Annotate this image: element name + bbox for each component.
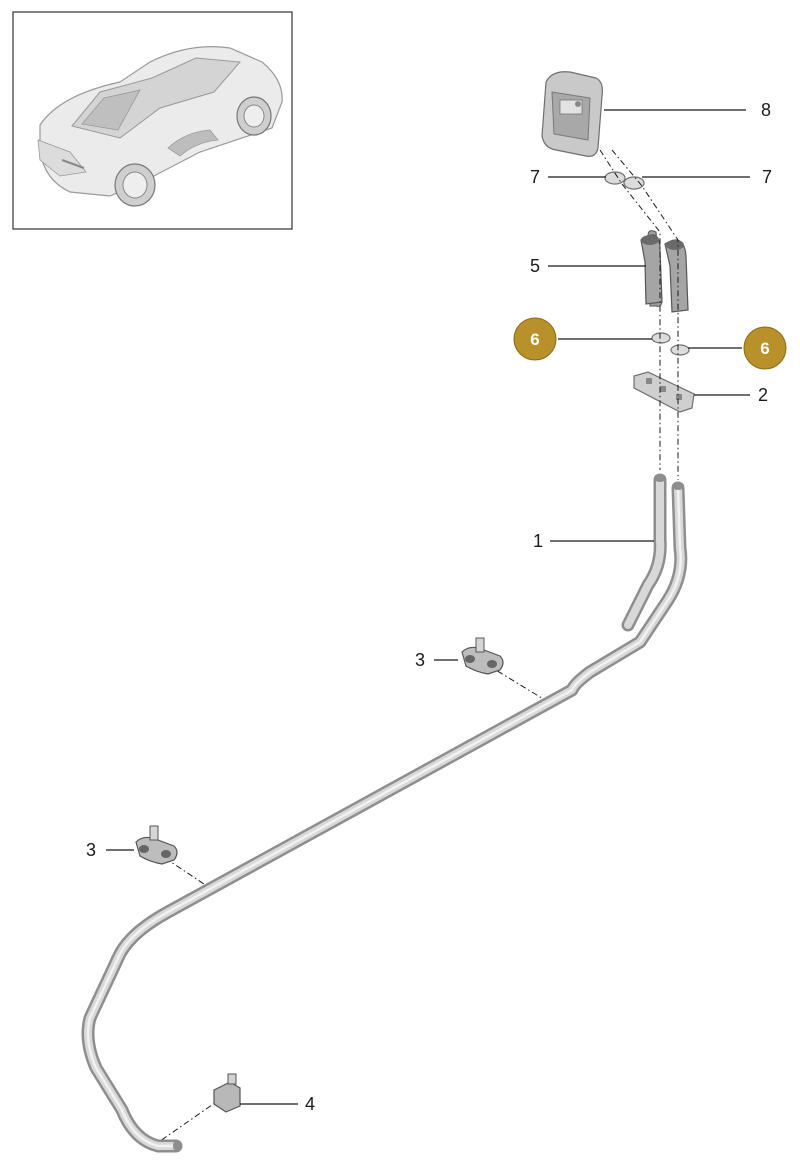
leader-lines (106, 109, 750, 1105)
assembly-lines (149, 149, 679, 1149)
callout-label: 6 (530, 330, 539, 349)
callout-8: 8 (761, 100, 771, 120)
callout-label: 2 (758, 385, 768, 405)
callout-5: 5 (530, 256, 540, 276)
callout-label: 4 (305, 1094, 315, 1114)
callout-7-right: 7 (762, 167, 772, 187)
callout-7-left: 7 (530, 167, 540, 187)
part-5-hoses (640, 230, 689, 313)
part-3-clip-upper (461, 637, 504, 675)
callout-4: 4 (305, 1094, 315, 1114)
callout-6-right[interactable]: 6 (743, 326, 787, 370)
callout-label: 8 (761, 100, 771, 120)
callout-label: 5 (530, 256, 540, 276)
callout-3-lower: 3 (86, 840, 96, 860)
callout-3-upper: 3 (415, 650, 425, 670)
callout-label: 3 (86, 840, 96, 860)
callout-label: 1 (533, 531, 543, 551)
callout-2: 2 (758, 385, 768, 405)
part-2-bracket (633, 371, 695, 413)
callout-label: 7 (762, 167, 772, 187)
part-4-clip (213, 1073, 241, 1113)
callout-label: 3 (415, 650, 425, 670)
callout-label: 6 (760, 339, 769, 358)
part-8-housing (541, 71, 603, 157)
part-3-clip-lower (135, 825, 178, 865)
callout-label: 7 (530, 167, 540, 187)
car-thumbnail-icon (12, 11, 293, 230)
callout-1: 1 (533, 531, 543, 551)
part-6-clamps (651, 332, 690, 356)
part-1-pipe (81, 473, 688, 1153)
callout-6-left[interactable]: 6 (513, 317, 557, 361)
